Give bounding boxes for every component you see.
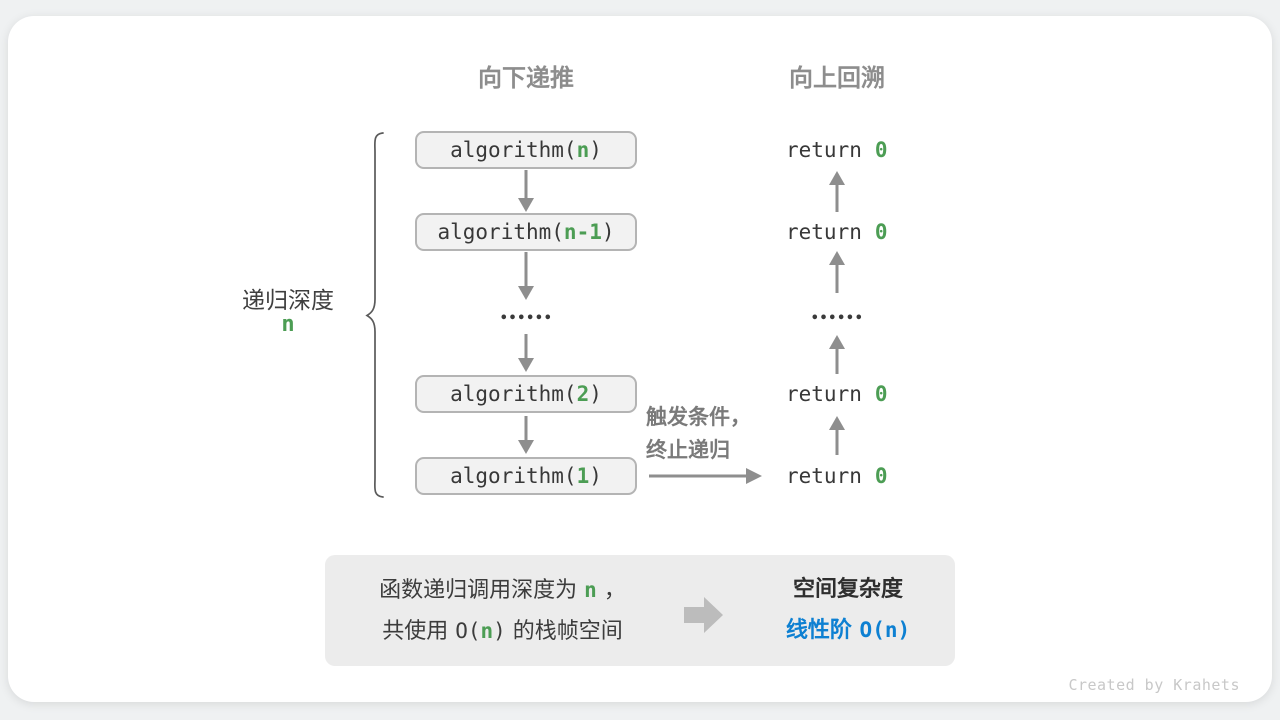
base-case-note: 触发条件， 终止递归 [646,401,766,467]
ellipsis-left: •••••• [499,311,553,326]
summary-text: 共使用 [382,619,456,644]
base-case-note-line1: 触发条件， [646,405,751,429]
return-value: 0 [874,382,888,406]
summary-code: O( [455,619,481,643]
summary-text: ， [596,578,626,603]
summary-line2: 共使用 O(n) 的栈帧空间 [340,611,665,652]
header-backtrack-up: 向上回溯 [789,64,885,92]
return-statement: return 0 [786,461,888,491]
code-pre: algorithm( [450,464,577,488]
watermark: Created by Krahets [1068,676,1240,694]
return-keyword: return [786,464,862,488]
call-box-algorithm-1: algorithm(1) [415,457,637,495]
space-complexity-result: 线性阶 O(n) [753,610,943,651]
return-value: 0 [874,220,888,244]
code-post: ) [589,382,602,406]
summary-code: ) [493,619,506,643]
base-case-note-line2: 终止递归 [646,438,730,462]
recursion-depth-value: n [281,312,295,337]
code-pre: algorithm( [450,382,577,406]
code-pre: algorithm( [437,220,564,244]
return-keyword: return [786,220,862,244]
ellipsis-right: •••••• [810,311,864,326]
code-param: 2 [576,382,590,406]
recursion-depth-label: 递归深度 [242,288,334,314]
result-code: O(n) [859,618,911,642]
code-param: n [576,138,590,162]
code-param: n-1 [563,220,602,244]
return-value: 0 [874,464,888,488]
summary-panel: 函数递归调用深度为 n ， 共使用 O(n) 的栈帧空间 空间复杂度 线性阶 O… [325,555,955,666]
return-value: 0 [874,138,888,162]
summary-param: n [584,578,597,602]
code-pre: algorithm( [450,138,577,162]
return-keyword: return [786,382,862,406]
return-statement: return 0 [786,217,888,247]
code-post: ) [601,220,615,244]
summary-text: 函数递归调用深度为 [379,578,585,603]
summary-text: 的栈帧空间 [505,619,623,644]
summary-explanation: 函数递归调用深度为 n ， 共使用 O(n) 的栈帧空间 [340,570,665,652]
summary-param: n [480,619,494,643]
header-recurse-down: 向下递推 [478,64,574,92]
result-text: 线性阶 [785,618,860,643]
summary-conclusion: 空间复杂度 线性阶 O(n) [753,570,943,651]
return-keyword: return [786,138,862,162]
return-statement: return 0 [786,379,888,409]
call-box-algorithm-n-1: algorithm(n-1) [415,213,637,251]
return-statement: return 0 [786,135,888,165]
call-box-algorithm-n: algorithm(n) [415,131,637,169]
code-post: ) [589,138,602,162]
summary-line1: 函数递归调用深度为 n ， [340,570,665,611]
code-param: 1 [576,464,590,488]
call-box-algorithm-2: algorithm(2) [415,375,637,413]
space-complexity-title: 空间复杂度 [792,577,903,602]
code-post: ) [589,464,602,488]
